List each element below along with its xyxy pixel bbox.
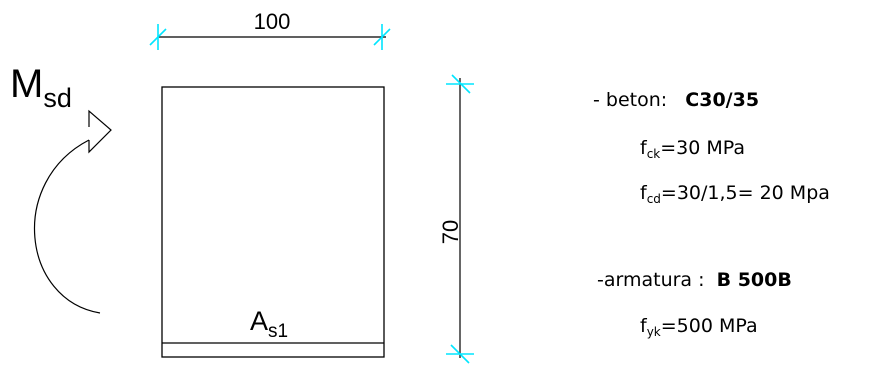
fcd-line: fcd=30/1,5= 20 Mpa	[640, 182, 830, 206]
concrete-spec-line: - beton: C30/35	[593, 91, 759, 110]
moment-arrowhead	[88, 109, 112, 154]
concrete-grade: C30/35	[685, 89, 760, 111]
width-label: 100	[254, 9, 291, 34]
steel-grade: B 500B	[716, 269, 792, 291]
reinforcement-label: As1	[250, 306, 288, 342]
width-dimension: 100	[149, 9, 391, 50]
moment-symbol: Msd	[10, 62, 72, 113]
height-dimension: 70	[438, 74, 474, 364]
section-outline	[161, 86, 385, 358]
concrete-label: - beton:	[593, 89, 668, 111]
height-label: 70	[438, 220, 463, 244]
moment-arc	[33, 139, 101, 314]
fck-line: fck=30 MPa	[640, 137, 746, 161]
steel-spec-line: -armatura : B 500B	[597, 271, 792, 290]
fyk-line: fyk=500 MPa	[640, 315, 758, 339]
steel-label: -armatura :	[597, 269, 705, 291]
moment-arrow: Msd	[10, 62, 112, 314]
